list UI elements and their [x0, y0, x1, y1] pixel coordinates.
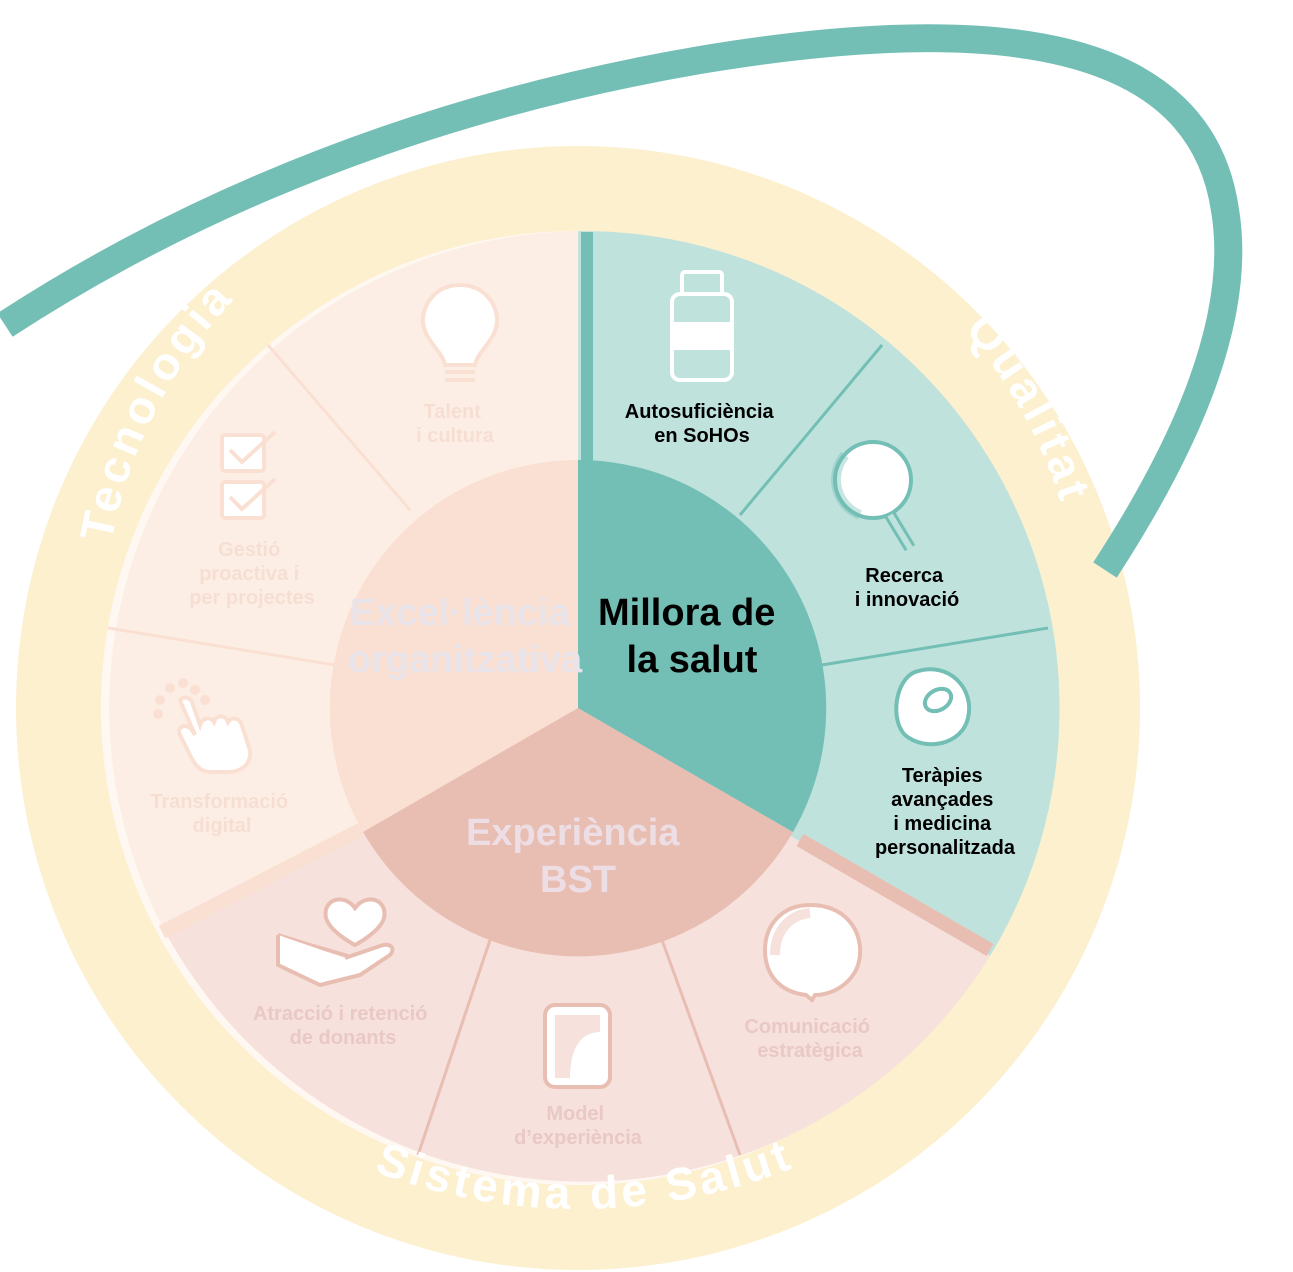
touch-hand-icon [153, 678, 253, 774]
teal-swoosh-curve [0, 24, 1243, 578]
core-circle [329, 459, 827, 957]
core-organization [329, 459, 578, 832]
card-icon [543, 1003, 612, 1089]
core-health [578, 459, 827, 832]
lightbulb-icon [420, 282, 500, 382]
sector-label-digital: Transformació digital [150, 791, 293, 837]
core-label-experience: Experiència BST [466, 812, 690, 901]
sector-label-therapies: Teràpies avançades i medicina personalit… [875, 765, 1016, 859]
sector-label-donors: Atracció i retenció de donants [253, 1003, 433, 1049]
sector-label-projects: Gestió proactiva i per projectes [189, 539, 315, 609]
boundary-experience-organization [158, 823, 364, 939]
sector-label-talent: Talent i cultura [416, 401, 495, 447]
sector-label-research: Recerca i innovació [855, 565, 959, 611]
core-label-health: Millora de la salut [598, 592, 786, 681]
sector-label-experience-model: Model d’experiència [514, 1103, 643, 1149]
hand-heart-icon [276, 897, 395, 988]
core-experience [363, 708, 793, 957]
sector-label-sohos: Autosuficiència en SoHOs [625, 401, 779, 447]
cell-icon [894, 667, 972, 747]
sector-label-communication: Comunicació estratègica [744, 1016, 875, 1062]
speech-bubble-icon [762, 902, 863, 1004]
boundary-health-experience [796, 833, 994, 957]
magnifier-icon [830, 440, 916, 552]
checklist-icon [220, 430, 277, 520]
core-label-organization: Excel·lència organitzativa [348, 592, 583, 681]
sector-dividers [107, 344, 1049, 1156]
vial-icon [670, 270, 734, 382]
